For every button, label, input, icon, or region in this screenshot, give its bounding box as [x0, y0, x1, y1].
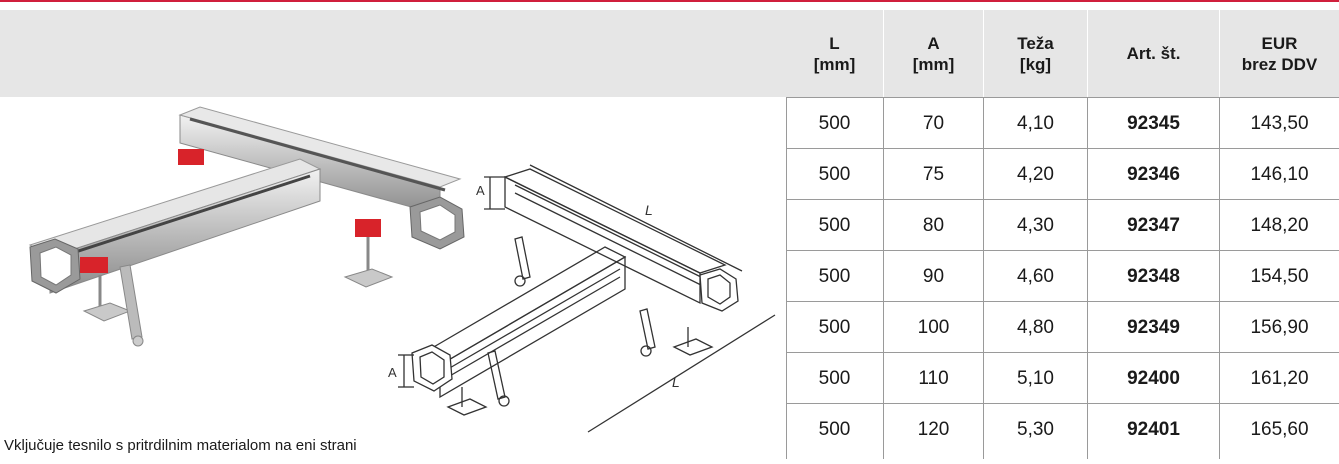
- cell-length: 500: [818, 163, 851, 185]
- table-row: 500 110 5,10 92400 161,20: [786, 352, 1339, 404]
- table-row: 500 120 5,30 92401 165,60: [786, 403, 1339, 455]
- dimension-label-l-bottom: L: [672, 374, 680, 390]
- cell-a: 80: [922, 214, 945, 236]
- cell-price: 143,50: [1250, 112, 1309, 134]
- header-divider: [883, 10, 884, 97]
- cell-a: 75: [922, 163, 945, 185]
- cell-article: 92401: [1127, 418, 1180, 440]
- cell-price: 146,10: [1250, 163, 1309, 185]
- cell-article: 92348: [1127, 265, 1180, 287]
- top-accent-line: [0, 0, 1339, 2]
- cell-price: 165,60: [1250, 418, 1309, 440]
- cell-price: 148,20: [1250, 214, 1309, 236]
- cell-price: 154,50: [1250, 265, 1309, 287]
- cell-a: 100: [917, 316, 950, 338]
- cell-article: 92400: [1127, 367, 1180, 389]
- table-row: 500 70 4,10 92345 143,50: [786, 97, 1339, 149]
- cell-weight: 4,80: [1017, 316, 1054, 338]
- table-divider: [883, 97, 884, 459]
- table-row: 500 90 4,60 92348 154,50: [786, 250, 1339, 302]
- dimension-label-a-top: A: [476, 183, 485, 198]
- cell-weight: 4,20: [1017, 163, 1054, 185]
- cell-length: 500: [818, 367, 851, 389]
- cell-weight: 4,10: [1017, 112, 1054, 134]
- cell-a: 70: [922, 112, 945, 134]
- cell-weight: 5,30: [1017, 418, 1054, 440]
- cell-a: 110: [918, 367, 949, 389]
- product-caption: Vključuje tesnilo s pritrdilnim material…: [4, 437, 357, 454]
- dimension-label-a-bottom: A: [388, 365, 397, 380]
- table-divider: [1087, 97, 1088, 459]
- table-divider: [786, 97, 787, 459]
- column-header-price: EUR brez DDV: [1241, 33, 1318, 74]
- column-header-weight: Teža [kg]: [1017, 33, 1054, 74]
- column-header-article: Art. št.: [1126, 44, 1181, 63]
- cell-article: 92347: [1127, 214, 1180, 236]
- table-row: 500 80 4,30 92347 148,20: [786, 199, 1339, 251]
- cell-weight: 4,60: [1017, 265, 1054, 287]
- cell-a: 120: [917, 418, 950, 440]
- column-header-l: L [mm]: [813, 33, 856, 74]
- cell-article: 92346: [1127, 163, 1180, 185]
- table-row: 500 100 4,80 92349 156,90: [786, 301, 1339, 353]
- cell-length: 500: [818, 112, 851, 134]
- cell-length: 500: [818, 418, 851, 440]
- table-row: 500 75 4,20 92346 146,10: [786, 148, 1339, 200]
- header-divider: [1219, 10, 1220, 97]
- cell-length: 500: [818, 265, 851, 287]
- column-header-a: A [mm]: [912, 33, 955, 74]
- table-divider: [1219, 97, 1220, 459]
- dimension-label-l-top: L: [645, 202, 653, 218]
- drain-channel-illustration: A L A L: [28, 106, 776, 433]
- cell-a: 90: [922, 265, 945, 287]
- cell-price: 161,20: [1250, 367, 1309, 389]
- table-divider: [983, 97, 984, 459]
- cell-price: 156,90: [1250, 316, 1309, 338]
- technical-drawing: [398, 164, 776, 433]
- product-photo: [28, 106, 465, 347]
- cell-length: 500: [818, 316, 851, 338]
- product-illustration-area: A L A L: [0, 97, 786, 459]
- header-divider: [1087, 10, 1088, 97]
- cell-article: 92345: [1127, 112, 1180, 134]
- table-header: L [mm] A [mm] Teža [kg] Art. št. EUR bre…: [0, 10, 1339, 97]
- cell-length: 500: [818, 214, 851, 236]
- cell-weight: 5,10: [1017, 367, 1054, 389]
- cell-weight: 4,30: [1017, 214, 1054, 236]
- header-divider: [983, 10, 984, 97]
- cell-article: 92349: [1127, 316, 1180, 338]
